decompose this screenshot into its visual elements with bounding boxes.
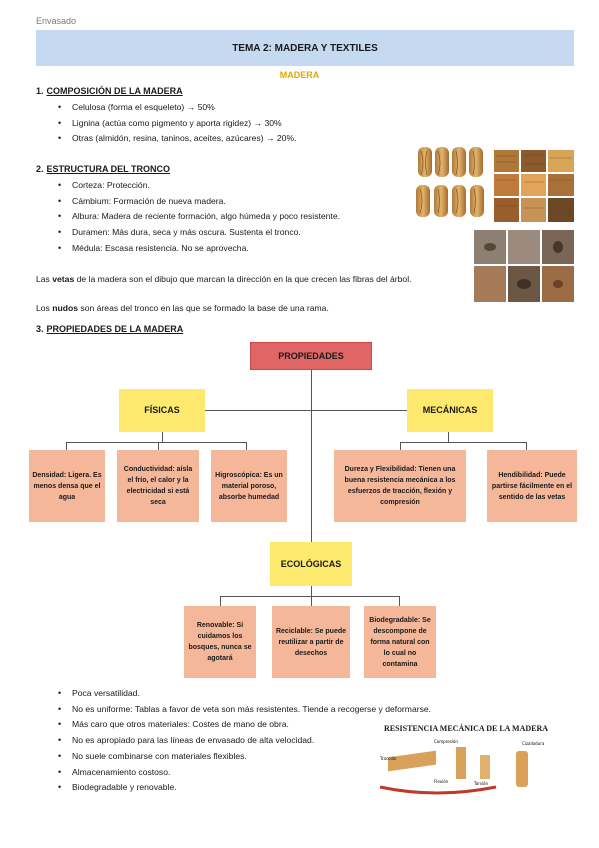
list-item: Poca versatilidad. [58,686,431,702]
section3-title: PROPIEDADES DE LA MADERA [46,324,184,334]
section-subtitle: MADERA [279,70,320,80]
list-item: Biodegradable y renovable. [58,780,431,796]
section1-heading: 1.COMPOSICIÓN DE LA MADERA [36,86,183,96]
section3-number: 3. [36,324,44,334]
diagram-higroscopica: Higroscópica: Es un material poroso, abs… [211,450,287,522]
connector [400,442,401,450]
connector [448,432,449,442]
label-traccion: Tracción [379,756,397,761]
nudos-term: nudos [52,303,79,313]
vetas-term: vetas [52,274,75,284]
section2-heading: 2.ESTRUCTURA DEL TRONCO [36,164,170,174]
list-item: Corteza: Protección. [58,178,340,194]
section1-list: Celulosa (forma el esqueleto) → 50% Lign… [58,100,297,147]
list-item: No es uniforme: Tablas a favor de veta s… [58,702,431,718]
figure-title: RESISTENCIA MECÁNICA DE LA MADERA [383,724,549,733]
diagram-densidad: Densidad: Ligera. Es menos densa que el … [29,450,105,522]
label-torsion: Torsión [473,781,488,786]
connector [400,442,527,443]
list-item: Albura: Madera de reciente formación, al… [58,209,340,225]
diagram-conductividad: Conductividad: aísla el frío, el calor y… [117,450,199,522]
diagram-mecanicas: MECÁNICAS [407,389,493,432]
connector [246,442,247,450]
label-flexion: Flexión [434,779,449,784]
section2-title: ESTRUCTURA DEL TRONCO [46,164,171,174]
wood-cuts-image [416,147,484,217]
connector [182,410,408,411]
list-item: Celulosa (forma el esqueleto) → 50% [58,100,297,116]
nudos-pre: Los [36,303,53,313]
connector [399,596,400,606]
list-item: Más caro que otros materiales: Costes de… [58,717,431,733]
wood-knots-image [474,230,574,302]
connector [66,442,247,443]
diagram-renovable: Renovable: Si cuidamos los bosques, nunc… [184,606,256,678]
list-item: No es apropiado para las líneas de envas… [58,733,431,749]
connector [311,596,312,606]
connector [311,370,312,542]
diagram-mecanicas-label: MECÁNICAS [422,405,478,415]
connector [526,442,527,450]
list-item: No suele combinarse con materiales flexi… [58,749,431,765]
diagram-biodegradable: Biodegradable: Se descompone de forma na… [364,606,436,678]
diagram-reciclable-label: Reciclable: Se puede reutilizar a partir… [275,627,347,657]
diagram-renovable-label: Renovable: Si cuidamos los bosques, nunc… [188,622,252,662]
connector [162,432,163,442]
list-item: Médula: Escasa resistencia. No se aprove… [58,241,340,257]
vetas-paragraph: Las vetas de la madera son el dibujo que… [36,273,468,286]
page-title: TEMA 2: MADERA Y TEXTILES [232,42,378,54]
section3-list: Poca versatilidad. No es uniforme: Tabla… [58,686,431,796]
vetas-pre: Las [36,274,53,284]
section1-number: 1. [36,86,44,96]
section1-title: COMPOSICIÓN DE LA MADERA [46,86,183,96]
vetas-post: de la madera son el dibujo que marcan la… [74,274,412,284]
section3-heading: 3.PROPIEDADES DE LA MADERA [36,324,183,334]
list-item: Almacenamiento costoso. [58,765,431,781]
label-cizalladura: Cizalladura [522,741,545,746]
diagram-conductividad-label: Conductividad: aísla el frío, el calor y… [123,466,193,506]
section2-list: Corteza: Protección. Cámbium: Formación … [58,178,340,257]
wood-textures-image [494,150,574,222]
diagram-hendibilidad-label: Hendibilidad: Puede partirse fácilmente … [491,471,573,501]
diagram-ecologicas: ECOLÓGICAS [270,542,352,586]
diagram-biodegradable-label: Biodegradable: Se descompone de forma na… [369,616,431,668]
connector [311,586,312,596]
nudos-post: son áreas del tronco en las que se forma… [78,303,329,313]
label-compresion: Compresión [434,739,458,744]
connector [220,596,400,597]
section2-number: 2. [36,164,44,174]
header-label: Envasado [36,16,77,26]
list-item: Cámbium: Formación de nueva madera. [58,194,340,210]
diagram-dureza-label: Dureza y Flexibilidad: Tienen una buena … [344,466,456,506]
diagram-densidad-label: Densidad: Ligera. Es menos densa que el … [32,471,102,501]
diagram-reciclable: Reciclable: Se puede reutilizar a partir… [272,606,350,678]
connector [220,596,221,606]
diagram-dureza: Dureza y Flexibilidad: Tienen una buena … [334,450,466,522]
nudos-paragraph: Los nudos son áreas del tronco en las qu… [36,302,476,315]
diagram-ecologicas-label: ECOLÓGICAS [280,558,342,569]
diagram-root-label: PROPIEDADES [278,350,344,361]
list-item: Otras (almidón, resina, taninos, aceites… [58,131,297,147]
diagram-root: PROPIEDADES [250,342,372,370]
diagram-fisicas-label: FÍSICAS [144,405,180,415]
connector [158,442,159,450]
list-item: Duramen: Más dura, seca y más oscura. Su… [58,225,340,241]
diagram-fisicas: FÍSICAS [119,389,205,432]
list-item: Lignina (actúa como pigmento y aporta ri… [58,116,297,132]
resistance-figure: Tracción Compresión Flexión Torsión Ciza… [376,737,556,801]
diagram-higroscopica-label: Higroscópica: Es un material poroso, abs… [215,471,283,501]
diagram-hendibilidad: Hendibilidad: Puede partirse fácilmente … [487,450,577,522]
title-bar: TEMA 2: MADERA Y TEXTILES [36,30,574,66]
connector [66,442,67,450]
